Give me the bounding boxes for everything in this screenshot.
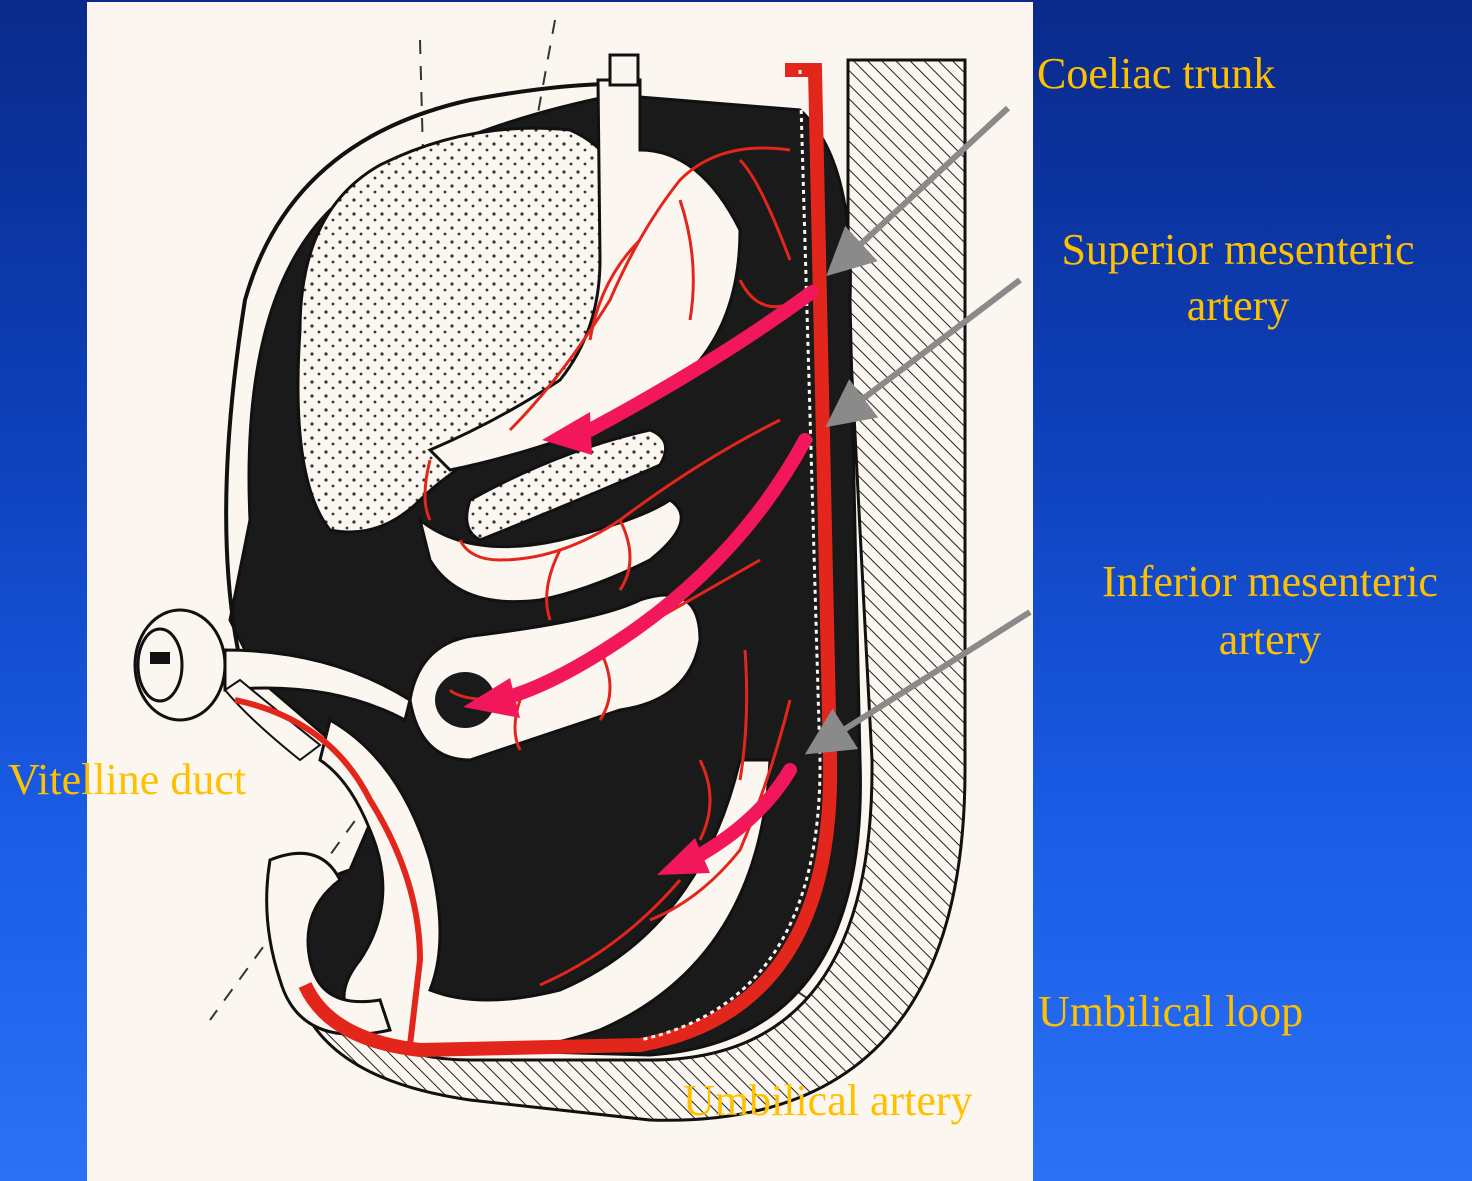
label-vitelline-duct: Vitelline duct: [8, 752, 246, 808]
label-umbilical-loop: Umbilical loop: [1038, 984, 1303, 1040]
label-umbilical-artery: Umbilical artery: [683, 1073, 973, 1129]
label-superior-mesenteric-line2: artery: [1038, 278, 1438, 334]
label-inferior-mesenteric-line2: artery: [1072, 612, 1468, 668]
label-coeliac-trunk: Coeliac trunk: [1037, 46, 1275, 102]
label-inferior-mesenteric-line1: Inferior mesenteric: [1072, 554, 1468, 610]
label-superior-mesenteric-line1: Superior mesenteric: [1038, 222, 1438, 278]
